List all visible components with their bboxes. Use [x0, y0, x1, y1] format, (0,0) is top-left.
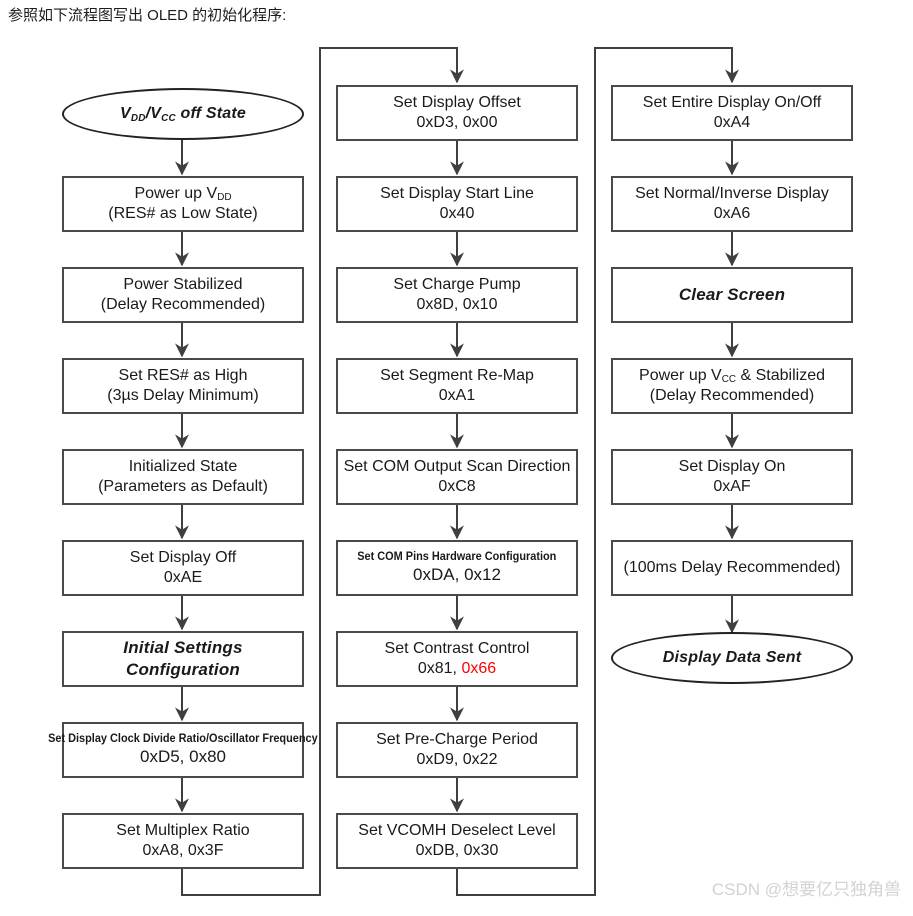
node-initial-settings-configuration[interactable]: Initial Settings Configuration	[62, 631, 304, 687]
node-label-line2: 0x8D, 0x10	[416, 296, 498, 313]
node-label-line1: Power Stabilized	[123, 275, 243, 293]
node-set-pre-charge-period[interactable]: Set Pre-Charge Period 0xD9, 0x22	[336, 722, 578, 778]
node-power-up-vdd[interactable]: Power up VDD (RES# as Low State)	[62, 176, 304, 232]
node-label: Display Data Sent	[662, 649, 802, 666]
node-label-line1: Initial Settings	[123, 638, 243, 658]
node-label-line2: 0x40	[439, 205, 475, 222]
node-label-line1: Set Normal/Inverse Display	[635, 184, 829, 202]
node-label-line1: Clear Screen	[678, 285, 786, 305]
node-set-charge-pump[interactable]: Set Charge Pump 0x8D, 0x10	[336, 267, 578, 323]
node-set-contrast-control[interactable]: Set Contrast Control 0x81, 0x66	[336, 631, 578, 687]
node-label-line2: 0xA4	[713, 114, 751, 131]
node-label-line2: 0xDA, 0x12	[413, 565, 501, 585]
node-label-line2: Configuration	[125, 660, 241, 679]
node-label-line1: Set Charge Pump	[393, 275, 521, 293]
node-set-display-start-line[interactable]: Set Display Start Line 0x40	[336, 176, 578, 232]
node-label-line1: Set Contrast Control	[384, 639, 530, 657]
node-set-display-off[interactable]: Set Display Off 0xAE	[62, 540, 304, 596]
node-label-line2: 0xDB, 0x30	[415, 842, 499, 859]
node-label: VDD/VCC off State	[120, 105, 246, 124]
node-label-line2: 0xAE	[163, 569, 203, 586]
node-label-line1: Set Entire Display On/Off	[642, 93, 822, 111]
node-set-entire-display-on-off[interactable]: Set Entire Display On/Off 0xA4	[611, 85, 853, 141]
node-label-line2: 0xD9, 0x22	[416, 751, 498, 768]
node-initialized-state[interactable]: Initialized State (Parameters as Default…	[62, 449, 304, 505]
node-set-multiplex-ratio[interactable]: Set Multiplex Ratio 0xA8, 0x3F	[62, 813, 304, 869]
node-label-line2: 0xA6	[713, 205, 751, 222]
node-label-line1: Set Display Start Line	[380, 184, 534, 202]
node-set-res-as-high[interactable]: Set RES# as High (3µs Delay Minimum)	[62, 358, 304, 414]
node-delay-100ms-recommended[interactable]: (100ms Delay Recommended)	[611, 540, 853, 596]
node-label-line2: 0xA8, 0x3F	[142, 842, 224, 859]
node-label-line2: 0xA1	[438, 387, 476, 404]
node-set-vcomh-deselect-level[interactable]: Set VCOMH Deselect Level 0xDB, 0x30	[336, 813, 578, 869]
node-set-display-clock-divide-ratio[interactable]: Set Display Clock Divide Ratio/Oscillato…	[48, 722, 318, 778]
node-label-line1: Set COM Output Scan Direction	[343, 457, 571, 475]
node-label-line1: Set Display On	[678, 457, 786, 475]
node-label-line1: Set Display Off	[129, 548, 237, 566]
node-label-line1: Set COM Pins Hardware Configuration	[357, 550, 557, 563]
node-label-line1: Power up VCC & Stabilized	[639, 366, 825, 386]
node-label-line1: Set Display Clock Divide Ratio/Oscillato…	[48, 732, 318, 745]
node-set-normal-inverse-display[interactable]: Set Normal/Inverse Display 0xA6	[611, 176, 853, 232]
node-power-up-vcc-stabilized[interactable]: Power up VCC & Stabilized (Delay Recomme…	[611, 358, 853, 414]
node-set-display-offset[interactable]: Set Display Offset 0xD3, 0x00	[336, 85, 578, 141]
node-label-line2: 0xC8	[438, 478, 476, 495]
node-display-data-sent[interactable]: Display Data Sent	[611, 632, 853, 684]
node-label-line2: (Delay Recommended)	[649, 387, 815, 404]
node-set-display-on[interactable]: Set Display On 0xAF	[611, 449, 853, 505]
node-label-line1: Set Pre-Charge Period	[376, 730, 538, 748]
node-power-stabilized[interactable]: Power Stabilized (Delay Recommended)	[62, 267, 304, 323]
node-label-line1: Set RES# as High	[118, 366, 248, 384]
node-label-line1: Power up VDD	[134, 184, 232, 204]
node-label-line2: (Delay Recommended)	[100, 296, 266, 313]
node-set-com-output-scan-direction[interactable]: Set COM Output Scan Direction 0xC8	[336, 449, 578, 505]
node-label-line1: Set Display Offset	[393, 93, 521, 111]
node-label-line2: 0xD3, 0x00	[416, 114, 498, 131]
page-caption: 参照如下流程图写出 OLED 的初始化程序:	[8, 7, 287, 24]
node-set-com-pins-hardware-configuration[interactable]: Set COM Pins Hardware Configuration 0xDA…	[336, 540, 578, 596]
node-label-line2: (3µs Delay Minimum)	[107, 387, 259, 404]
node-label-line1: (100ms Delay Recommended)	[623, 558, 841, 576]
node-clear-screen[interactable]: Clear Screen	[611, 267, 853, 323]
csdn-watermark: CSDN @想要亿只独角兽	[711, 880, 901, 899]
contrast-prefix: 0x81,	[417, 660, 462, 677]
node-label-line2: (Parameters as Default)	[98, 478, 268, 495]
node-set-segment-re-map[interactable]: Set Segment Re-Map 0xA1	[336, 358, 578, 414]
node-label-line2: 0x81, 0x66	[418, 659, 496, 679]
node-label-line2: 0xD5, 0x80	[140, 747, 226, 767]
node-label-line1: Set Segment Re-Map	[380, 366, 534, 384]
node-label-line1: Initialized State	[128, 457, 238, 475]
node-label-line1: Set Multiplex Ratio	[116, 821, 250, 839]
node-label-line1: Set VCOMH Deselect Level	[358, 821, 556, 839]
contrast-highlight-value: 0x66	[461, 660, 497, 677]
node-label-line2: 0xAF	[713, 478, 751, 495]
node-vdd-vcc-off-state[interactable]: VDD/VCC off State	[62, 88, 304, 140]
node-label-line2: (RES# as Low State)	[108, 205, 258, 222]
